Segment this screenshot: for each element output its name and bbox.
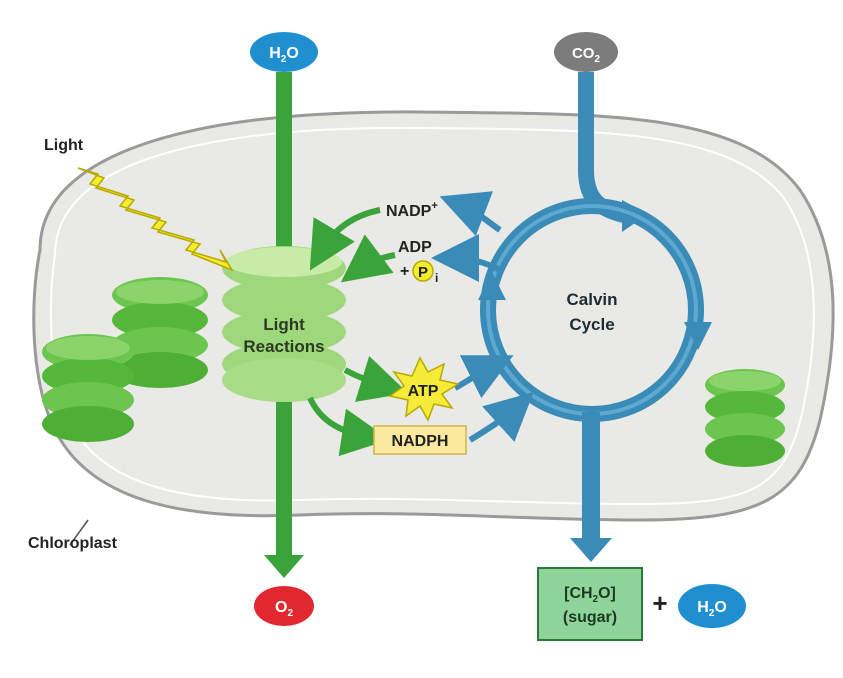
plus-pi-plus: + (400, 263, 409, 280)
pi-i: i (435, 271, 438, 285)
co2-input-badge (554, 32, 618, 72)
oxygen-output-shaft (276, 395, 292, 560)
light-to-nadph-arrow (307, 396, 390, 457)
calvin-ring-arrowhead-right (684, 322, 712, 350)
atp-to-calvin-arrow (453, 355, 514, 399)
adp-return-arrow (340, 234, 396, 283)
water-input-badge (250, 32, 318, 72)
calvin-cycle-label-1: Calvin (566, 290, 617, 309)
atp-burst-icon (388, 356, 460, 422)
sugar-output-arrowhead (570, 538, 612, 562)
co2-input-label: CO2 (572, 45, 601, 65)
plus-sign-outputs: + (652, 588, 667, 618)
light-to-atp-arrow (343, 356, 408, 402)
sugar-word-label: (sugar) (563, 609, 617, 626)
light-bolt-icon (77, 167, 234, 272)
adp-label: ADP (398, 239, 432, 256)
granum-left-lower (42, 334, 134, 442)
calvin-ring-arrowhead-left (478, 272, 506, 300)
light-reactions-label-1: Light (263, 315, 305, 334)
granum-left-upper (112, 277, 208, 388)
nadp-plus-label: NADP+ (386, 200, 438, 220)
water-input-shaft (276, 72, 292, 262)
oxygen-output-badge (254, 586, 314, 626)
water-output-badge (678, 584, 746, 628)
atp-label: ATP (408, 383, 439, 400)
oxygen-output-arrowhead (264, 555, 304, 578)
sugar-output-box (537, 567, 643, 641)
calvin-to-nadp-arrow (439, 191, 502, 237)
nadp-return-arrow (309, 207, 381, 271)
nadph-to-calvin-arrow (468, 391, 534, 443)
oxygen-output-label: O2 (275, 599, 293, 619)
sugar-output-shaft (582, 412, 600, 542)
sugar-formula-label: [CH2O] (564, 585, 616, 605)
chloroplast-pointer (69, 519, 89, 546)
pi-p: P (418, 264, 428, 281)
light-reactions-label-2: Reactions (243, 337, 324, 356)
chloroplast-inner-membrane (49, 126, 815, 506)
nadph-box (373, 425, 467, 455)
nadph-label: NADPH (392, 433, 449, 450)
phosphate-icon (412, 260, 434, 282)
granum-right (705, 369, 785, 467)
calvin-to-adp-arrow (431, 234, 502, 283)
water-input-label: H2O (269, 45, 299, 65)
calvin-cycle-label-2: Cycle (569, 315, 614, 334)
water-output-label: H2O (697, 599, 727, 619)
chloroplast-label: Chloroplast (28, 535, 118, 552)
light-label: Light (44, 137, 84, 154)
